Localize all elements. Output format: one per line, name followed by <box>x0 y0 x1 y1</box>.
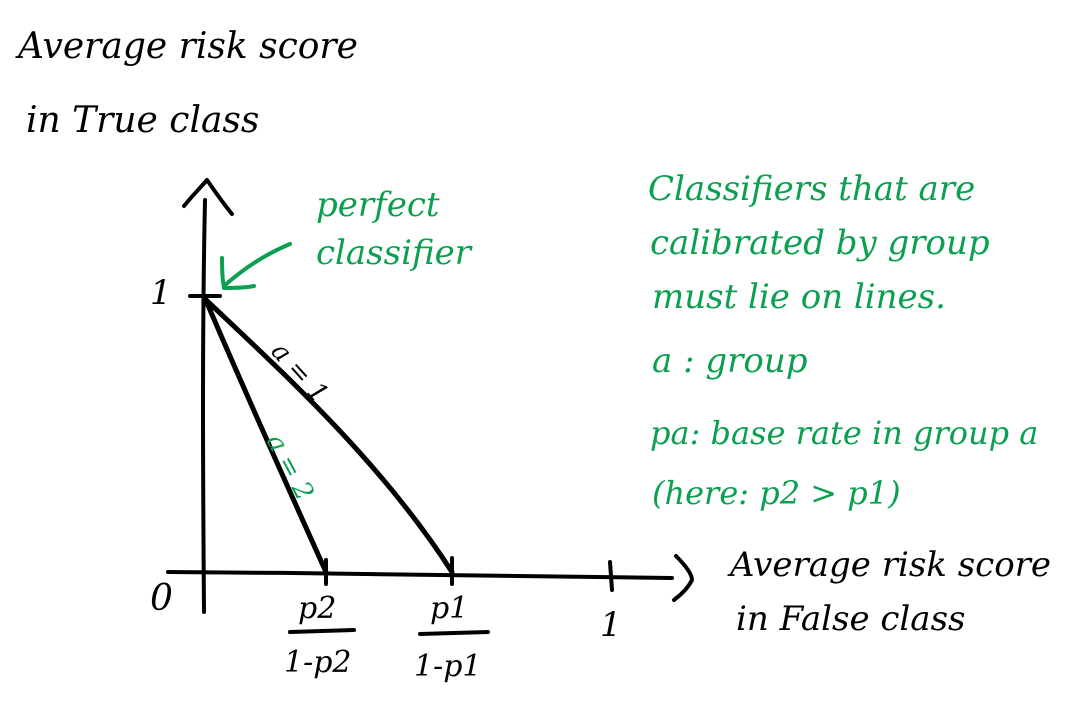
legend-line-2: calibrated by group <box>650 223 990 263</box>
x-axis-label-line1: Average risk score <box>727 545 1051 585</box>
y-axis-label-line2: in True class <box>26 100 259 141</box>
x-tick-1 <box>608 560 614 592</box>
y-axis-label-line1: Average risk score <box>15 26 358 67</box>
line-a2-label: a = 2 <box>260 429 320 505</box>
legend-line-3: must lie on lines. <box>652 277 946 317</box>
perfect-classifier-arrowhead <box>220 256 256 290</box>
perfect-classifier-label-line2: classifier <box>316 233 473 273</box>
legend-line-5: pa: base rate in group a <box>650 414 1038 452</box>
line-a1-label: a = 1 <box>265 337 334 409</box>
y-axis-arrowhead <box>182 178 234 216</box>
x-axis-arrowhead <box>672 554 694 602</box>
perfect-classifier-arrow <box>222 242 292 288</box>
calibration-line-group-1 <box>201 295 455 575</box>
x-tick-p1-fraction-bar <box>418 630 490 636</box>
perfect-classifier-label-line1: perfect <box>316 185 440 225</box>
x-tick-p2-fraction-bar <box>288 628 356 634</box>
x-tick-p2-numerator: p2 <box>298 591 336 626</box>
x-tick-p1-denominator: 1-p1 <box>414 649 482 684</box>
legend-line-4: a : group <box>652 341 808 381</box>
calibration-line-group-2 <box>201 293 329 575</box>
x-tick-p1-numerator: p1 <box>430 591 468 626</box>
legend-line-6: (here: p2 > p1) <box>652 474 901 512</box>
x-tick-1-label: 1 <box>600 605 622 645</box>
y-tick-1-label: 1 <box>150 273 172 313</box>
origin-label: 0 <box>150 578 173 619</box>
x-axis <box>166 570 674 580</box>
legend-line-1: Classifiers that are <box>648 169 975 209</box>
x-axis-label-line2: in False class <box>736 599 965 639</box>
y-axis <box>201 198 207 614</box>
x-tick-p2-denominator: 1-p2 <box>284 645 352 680</box>
